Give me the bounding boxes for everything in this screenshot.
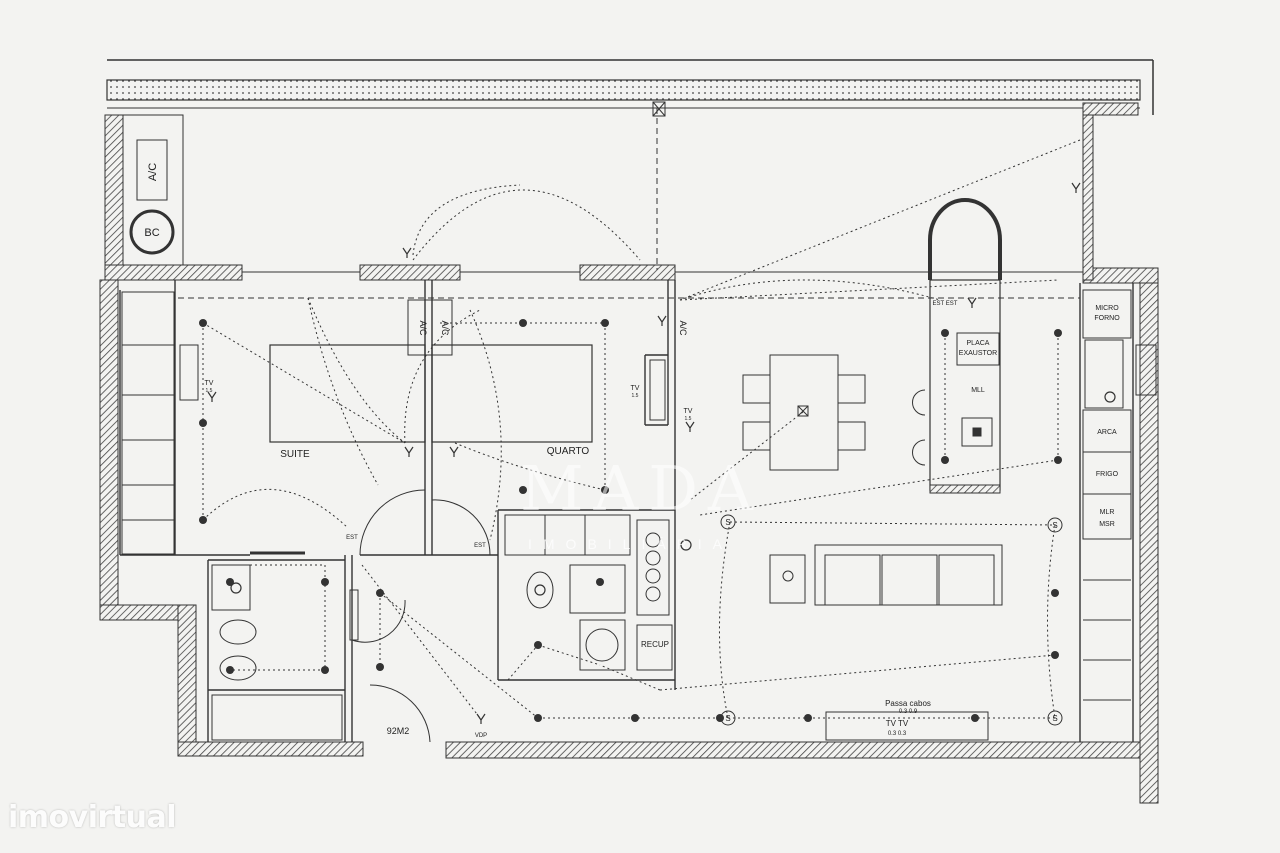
outlet-icons	[207, 182, 1116, 724]
bc-label: BC	[144, 227, 159, 239]
kitchen-island	[912, 198, 1002, 494]
tv-living-label: TV	[684, 408, 693, 415]
recup-label: RECUP	[641, 640, 669, 649]
ac-mid-label-2: A/C	[440, 320, 450, 336]
tv-quarto-height: 1.5	[632, 393, 639, 399]
doors	[349, 489, 491, 743]
watermark-center: MADA	[520, 452, 763, 525]
passa-cabos-label: Passa cabos	[885, 699, 931, 708]
bathroom-mid	[504, 514, 673, 671]
micro-label-2: FORNO	[1094, 315, 1120, 322]
ceiling-lines	[178, 108, 1080, 299]
interior-walls	[119, 280, 1134, 742]
ac-mid-label: A/C	[418, 320, 428, 336]
room-label-suite: SUITE	[280, 449, 310, 460]
arca-label: ARCA	[1097, 429, 1117, 436]
tv-suite-height: 1.5	[206, 388, 213, 394]
est-est-label: EST EST	[933, 301, 958, 307]
tv-quarto-label: TV	[631, 385, 640, 392]
passa-dims-label: 0.3 0.9	[899, 709, 918, 715]
sofa	[769, 544, 1003, 606]
ac-left-label: A/C	[147, 163, 159, 181]
tv-tv-dims: 0.3 0.3	[888, 731, 907, 737]
tv-bench	[825, 711, 989, 741]
tv-suite-label: TV	[205, 380, 214, 387]
placa-label-1: PLACA	[967, 340, 990, 347]
wardrobe-suite	[121, 291, 175, 555]
area-label: 92M2	[387, 726, 410, 736]
kitchen-column	[1082, 289, 1157, 701]
bed-suite	[269, 344, 426, 443]
micro-label-1: MICRO	[1095, 305, 1119, 312]
room-label-quarto: QUARTO	[547, 446, 590, 457]
mlr-label: MLR	[1100, 509, 1115, 516]
tv-panel-quarto	[649, 359, 666, 421]
est-left-label: EST	[346, 535, 358, 541]
socket-s-4: S	[1052, 714, 1057, 723]
wiring	[202, 139, 1081, 719]
tv-living-height: 1.5	[685, 416, 692, 422]
light-points	[199, 319, 1062, 722]
socket-symbols: S S S S	[720, 514, 1063, 726]
bed-quarto	[431, 344, 593, 443]
msr-label: MSR	[1099, 521, 1115, 528]
vdp-label: VDP	[475, 733, 487, 739]
mll-label: MLL	[971, 387, 985, 394]
watermark-brand: imovirtual	[8, 800, 177, 835]
frigo-label: FRIGO	[1096, 471, 1119, 478]
est-mid-label: EST	[474, 543, 486, 549]
socket-s-1: S	[725, 518, 730, 527]
socket-s-2: S	[1052, 521, 1057, 530]
ac-right-label: A/C	[678, 320, 688, 336]
exterior-walls	[99, 102, 1159, 804]
ac-mid-unit: A/C A/C	[407, 299, 453, 356]
tv-tv-label: TV TV	[886, 719, 909, 728]
watermark-center-sub: IMOBILIÁRIA	[528, 536, 734, 552]
dining-set	[742, 354, 866, 471]
bc-icon	[129, 209, 175, 255]
placa-label-2: EXAUSTOR	[959, 350, 997, 357]
socket-s-3: S	[725, 714, 730, 723]
ac-bc-unit: A/C BC	[122, 114, 184, 266]
terrace	[106, 59, 1154, 117]
tv-panel-suite	[179, 344, 199, 401]
